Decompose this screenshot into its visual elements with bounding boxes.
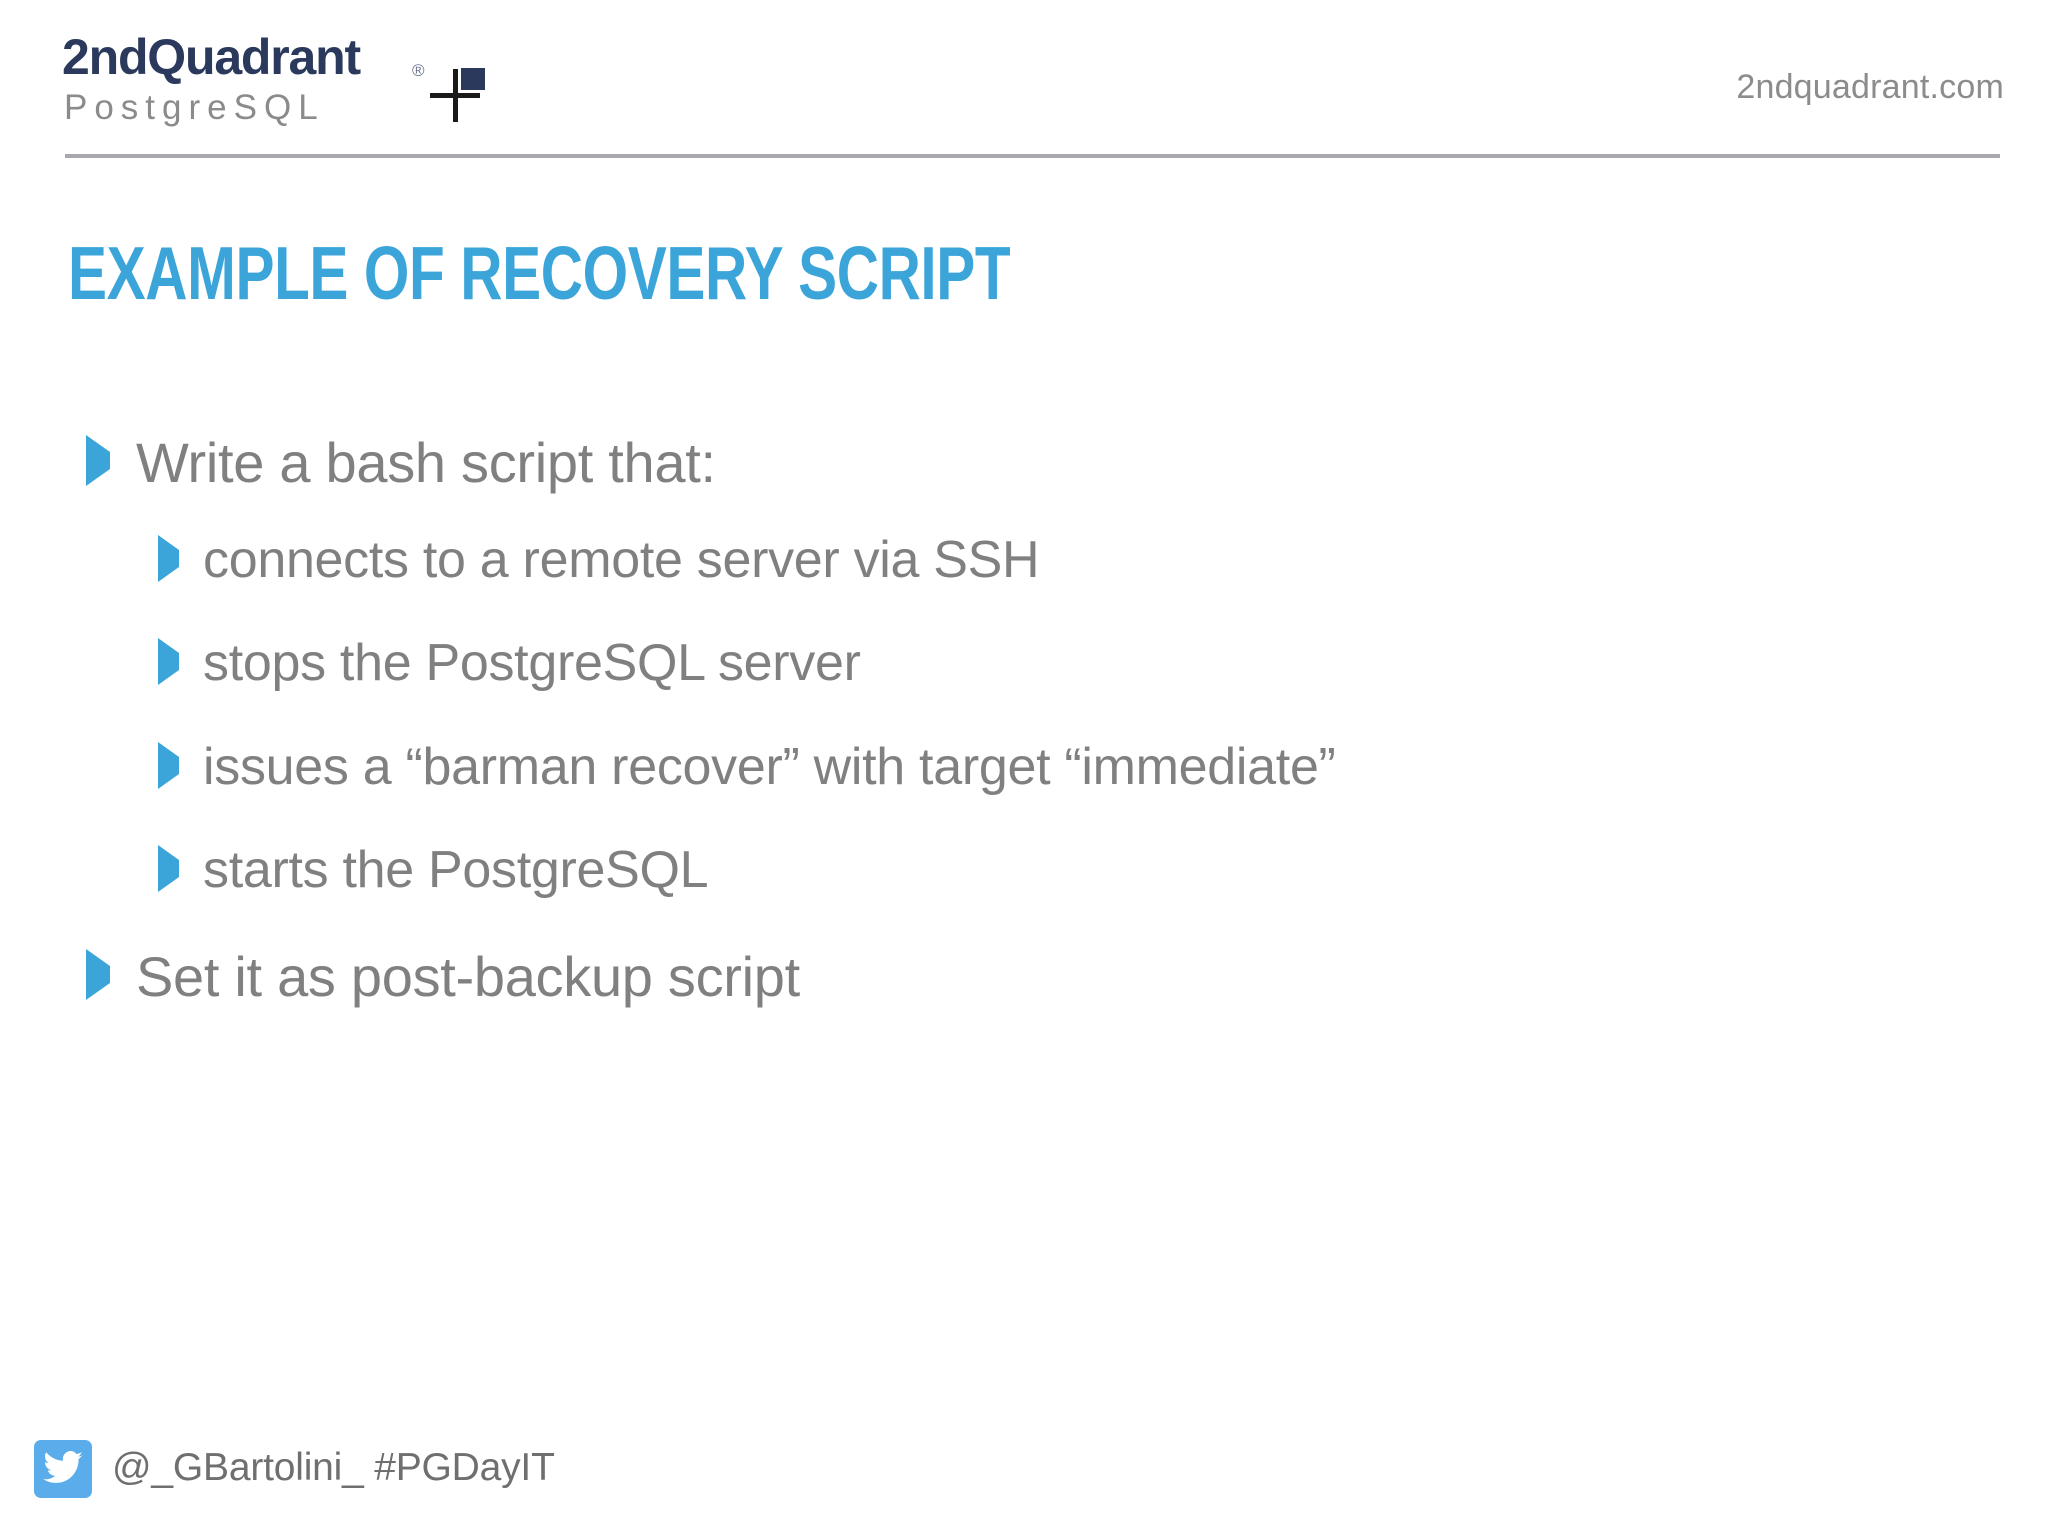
list-item-label: stops the PostgreSQL server bbox=[203, 634, 861, 693]
registered-trademark-icon: ® bbox=[412, 61, 425, 80]
list-item-label: Write a bash script that: bbox=[136, 431, 716, 494]
logo-subtitle: PostgreSQL bbox=[64, 88, 325, 127]
list-item: stops the PostgreSQL server bbox=[0, 633, 2048, 694]
twitter-bird-icon[interactable] bbox=[34, 1440, 92, 1498]
logo-wordmark: 2ndQuadrant bbox=[62, 29, 361, 85]
list-item: starts the PostgreSQL bbox=[0, 840, 2048, 901]
triangle-bullet-icon bbox=[158, 741, 179, 789]
list-item-label: starts the PostgreSQL bbox=[203, 841, 709, 900]
page-title: EXAMPLE OF RECOVERY SCRIPT bbox=[68, 231, 1011, 315]
header-divider bbox=[65, 154, 2000, 158]
triangle-bullet-icon bbox=[86, 948, 110, 1000]
plus-square-logo-mark-icon bbox=[430, 66, 488, 124]
list-item: Write a bash script that: bbox=[0, 430, 2048, 496]
bullet-list: Write a bash script that: connects to a … bbox=[0, 430, 2048, 1044]
list-item-label: Set it as post-backup script bbox=[136, 944, 800, 1008]
triangle-bullet-icon bbox=[158, 638, 179, 686]
brand-logo: 2ndQuadrant ® PostgreSQL bbox=[62, 29, 485, 142]
list-item-label: connects to a remote server via SSH bbox=[203, 531, 1040, 590]
list-item: connects to a remote server via SSH bbox=[0, 530, 2048, 591]
slide-header: 2ndQuadrant ® PostgreSQL 2ndquadrant.com bbox=[0, 0, 2048, 170]
triangle-bullet-icon bbox=[158, 845, 179, 893]
footer-handle-label: @_GBartolini_ #PGDayIT bbox=[112, 1446, 555, 1489]
logo-mark-vertical-bar bbox=[453, 69, 458, 122]
sub-bullet-group: connects to a remote server via SSH stop… bbox=[0, 530, 2048, 901]
slide-footer: @_GBartolini_ #PGDayIT bbox=[0, 1416, 2048, 1536]
site-url: 2ndquadrant.com bbox=[1736, 68, 2004, 106]
list-item: Set it as post-backup script bbox=[0, 944, 2048, 1010]
logo-mark-square bbox=[461, 68, 485, 90]
triangle-bullet-icon bbox=[158, 535, 179, 583]
list-item: issues a “barman recover” with target “i… bbox=[0, 737, 2048, 798]
list-item-label: issues a “barman recover” with target “i… bbox=[203, 737, 1336, 796]
triangle-bullet-icon bbox=[86, 435, 110, 486]
